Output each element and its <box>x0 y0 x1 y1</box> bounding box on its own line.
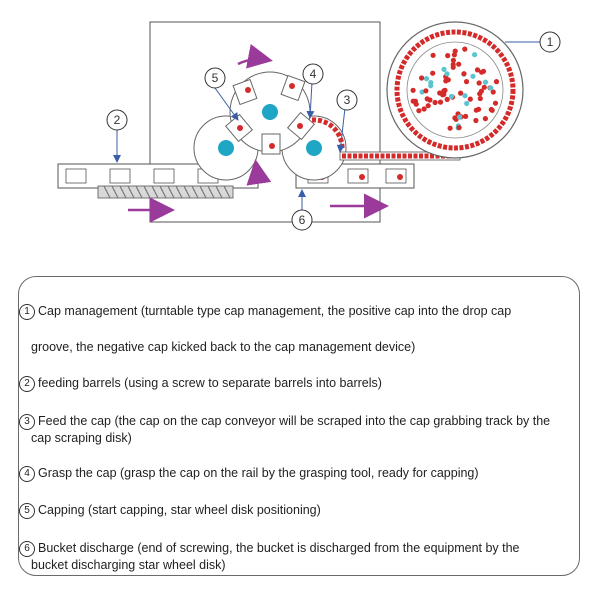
svg-text:2: 2 <box>114 113 121 127</box>
svg-text:5: 5 <box>212 71 219 85</box>
callout-2: 2 <box>106 109 128 131</box>
cap-dot <box>444 71 450 77</box>
cap-dot <box>423 88 429 94</box>
legend-number: 6 <box>19 541 35 557</box>
cap-dot <box>444 96 450 102</box>
capping-machine-diagram: 1 2 3 4 5 6 <box>57 21 561 231</box>
cap-dot <box>464 100 470 107</box>
cap-scatter <box>410 46 500 131</box>
cap-dot <box>470 73 476 79</box>
cap-dot <box>432 99 438 106</box>
callout-3: 3 <box>336 89 358 111</box>
callout-4: 4 <box>302 63 324 85</box>
callout-1: 1 <box>539 31 561 53</box>
machine-frame <box>149 21 381 223</box>
cap-dot <box>448 93 455 99</box>
cap-dot <box>416 108 422 114</box>
cap-dot <box>427 97 433 103</box>
cap-dot <box>463 79 470 85</box>
cap-dot <box>473 117 479 124</box>
cap-dot <box>482 116 488 122</box>
cap-dot <box>478 88 484 94</box>
cap-dot <box>443 78 449 84</box>
svg-text:6: 6 <box>299 213 306 227</box>
cap-dot <box>467 96 473 102</box>
legend-text: Cap management (turntable type cap manag… <box>38 304 512 318</box>
cap-dot <box>430 52 436 58</box>
cap-dot <box>441 66 447 72</box>
cap-dot <box>477 95 483 102</box>
cap-dot <box>492 100 499 106</box>
cap-dot <box>488 85 494 91</box>
cap-dot <box>423 76 430 82</box>
cap-dot <box>410 87 416 93</box>
legend-number: 1 <box>19 304 35 320</box>
cap-dot <box>445 53 451 59</box>
legend-text: Capping (start capping, star wheel disk … <box>38 503 321 517</box>
cap-dot <box>462 93 468 99</box>
legend-item-3-continuation: cap scraping disk) <box>31 431 132 445</box>
legend-number: 4 <box>19 466 35 482</box>
svg-text:3: 3 <box>344 93 351 107</box>
legend-number: 5 <box>19 503 35 519</box>
cap-dot <box>456 61 462 67</box>
legend-number: 2 <box>19 376 35 392</box>
cap-dot <box>419 75 425 81</box>
callout-6: 6 <box>291 209 313 231</box>
cap-dot <box>450 61 456 68</box>
cap-dot <box>490 89 496 95</box>
cap-dot <box>413 101 419 107</box>
cap-dot <box>476 80 482 86</box>
cap-sorter <box>386 21 524 159</box>
cap-dot <box>458 90 464 96</box>
legend-number: 3 <box>19 414 35 430</box>
cap-dot <box>447 125 453 131</box>
legend-text: Feed the cap (the cap on the cap conveyo… <box>38 414 551 428</box>
legend-text: Grasp the cap (grasp the cap on the rail… <box>38 466 479 480</box>
legend-text: Bucket discharge (end of screwing, the b… <box>38 541 520 555</box>
callout-leaders <box>113 41 540 210</box>
cap-dot <box>437 90 443 96</box>
cap-dot <box>489 107 495 113</box>
cap-dot <box>461 71 467 77</box>
callout-5: 5 <box>204 67 226 89</box>
legend-item-6-continuation: bucket discharging star wheel disk) <box>31 558 226 572</box>
cap-dot <box>452 115 458 121</box>
cap-dot <box>493 79 500 85</box>
cap-dot <box>474 67 481 73</box>
cap-dot <box>480 68 487 74</box>
svg-text:4: 4 <box>310 67 317 81</box>
cap-dot <box>441 91 447 97</box>
cap-dot <box>482 79 489 85</box>
cap-dot <box>472 52 478 58</box>
cap-dot <box>463 113 469 119</box>
cap-dot <box>430 70 436 76</box>
cap-dot <box>450 57 456 63</box>
cap-dot <box>481 84 487 90</box>
cap-dot <box>421 106 427 112</box>
cap-dot <box>425 103 431 109</box>
cap-dot <box>437 99 444 105</box>
svg-text:1: 1 <box>547 35 554 49</box>
cap-dot <box>428 83 434 89</box>
screw-feeder <box>97 185 234 199</box>
legend-item-1-continuation: groove, the negative cap kicked back to … <box>31 340 416 354</box>
cap-dot <box>476 106 482 112</box>
cap-dot <box>462 46 468 52</box>
legend-text: feeding barrels (using a screw to separa… <box>38 376 382 390</box>
cap-dot <box>452 48 458 54</box>
flow-arrows <box>128 43 389 223</box>
cap-dot <box>456 125 462 131</box>
cap-dot <box>457 114 463 120</box>
